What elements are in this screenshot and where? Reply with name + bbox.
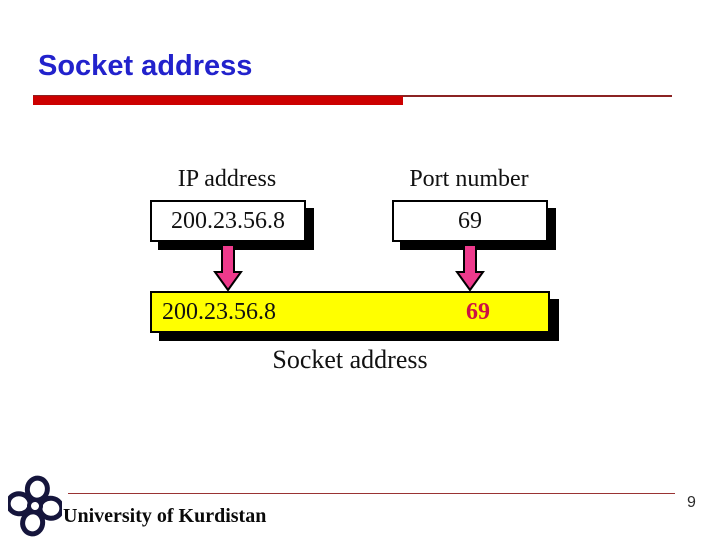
down-arrow-icon [455, 244, 485, 292]
port-number-label: Port number [409, 166, 529, 192]
socket-address-caption: Socket address [272, 345, 428, 374]
ip-address-label: IP address [177, 166, 277, 192]
down-arrow-icon [213, 244, 243, 292]
socket-address-box: 200.23.56.8 69 [150, 291, 550, 333]
footer-divider-line [68, 493, 675, 494]
socket-port-value: 69 [466, 298, 490, 325]
socket-ip-value: 200.23.56.8 [162, 298, 276, 325]
slide-page-number: 9 [687, 494, 696, 511]
port-number-box: 69 [392, 200, 548, 242]
title-underline-bar [33, 96, 403, 105]
page-title: Socket address [38, 50, 253, 82]
footer-institution: University of Kurdistan [63, 505, 267, 527]
ip-address-box: 200.23.56.8 [150, 200, 306, 242]
university-quatrefoil-logo-icon [8, 475, 62, 537]
